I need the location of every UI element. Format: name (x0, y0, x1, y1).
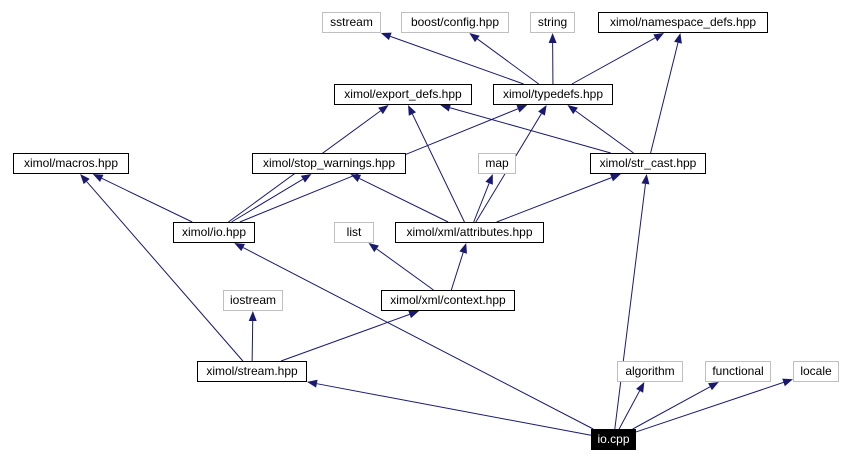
node-string: string (530, 12, 575, 33)
node-macros[interactable]: ximol/macros.hpp (13, 153, 129, 174)
node-map: map (478, 153, 516, 174)
arrowhead-icon (300, 174, 312, 183)
node-iostream: iostream (223, 290, 283, 311)
node-io-cpp[interactable]: io.cpp (591, 429, 636, 450)
arrowhead-icon (234, 243, 245, 252)
arrowhead-icon (368, 243, 379, 253)
edge-str-cast-to-typedefs (575, 110, 634, 154)
arrowhead-icon (538, 105, 547, 116)
arrowhead-icon (653, 33, 665, 42)
edge-typedefs-to-sstream (390, 35, 524, 85)
arrowhead-icon (516, 105, 528, 113)
arrowhead-icon (440, 103, 451, 112)
arrowhead-icon (548, 33, 557, 44)
edge-attributes-to-str-cast (496, 177, 612, 223)
arrowhead-icon (92, 174, 104, 182)
edge-stream-to-iostream (251, 320, 254, 362)
edge-context-to-list (376, 248, 434, 291)
arrowhead-icon (378, 105, 389, 115)
node-algorithm: algorithm (617, 361, 683, 382)
node-locale: locale (793, 361, 839, 382)
edge-context-to-attributes (450, 252, 464, 291)
edge-attributes-to-export-defs (411, 113, 465, 223)
node-sstream: sstream (322, 12, 381, 33)
edge-io-cpp-to-stream (316, 383, 592, 436)
edge-io-cpp-to-io-hpp (242, 247, 594, 430)
node-context[interactable]: ximol/xml/context.hpp (381, 290, 515, 311)
node-attributes[interactable]: ximol/xml/attributes.hpp (395, 222, 544, 243)
node-stream[interactable]: ximol/stream.hpp (197, 361, 307, 382)
edge-str-cast-to-export-defs (449, 107, 611, 154)
arrowhead-icon (380, 32, 392, 41)
arrowhead-icon (459, 243, 467, 254)
edge-io-cpp-to-functional (632, 386, 711, 430)
arrowhead-icon (641, 174, 650, 185)
node-namespace-defs[interactable]: ximol/namespace_defs.hpp (598, 12, 768, 33)
edge-typedefs-to-namespace-defs (571, 37, 656, 85)
arrowhead-icon (782, 378, 793, 387)
arrowhead-icon (408, 310, 420, 319)
edge-io-cpp-to-algorithm (618, 390, 641, 430)
node-typedefs[interactable]: ximol/typedefs.hpp (493, 84, 613, 105)
arrowhead-icon (307, 379, 318, 388)
edge-str-cast-to-namespace-defs (650, 42, 679, 154)
node-export-defs[interactable]: ximol/export_defs.hpp (334, 84, 472, 105)
arrowhead-icon (610, 173, 621, 182)
arrowhead-icon (350, 174, 362, 182)
arrowhead-icon (708, 382, 719, 391)
edge-io-cpp-to-locale (635, 381, 784, 433)
edge-attributes-to-stop-warnings (359, 177, 449, 223)
node-io-hpp[interactable]: ximol/io.hpp (173, 222, 255, 243)
edge-io-cpp-to-str-cast (614, 183, 646, 430)
arrowhead-icon (80, 174, 90, 185)
edge-attributes-to-map (473, 183, 490, 223)
edge-io-hpp-to-macros (101, 177, 193, 223)
node-boost-config: boost/config.hpp (401, 12, 509, 33)
edge-typedefs-to-boost-config (477, 38, 540, 85)
arrowhead-icon (408, 105, 417, 116)
arrowhead-icon (485, 174, 493, 185)
edge-stream-to-macros (86, 181, 244, 362)
node-stop-warnings[interactable]: ximol/stop_warnings.hpp (252, 153, 406, 174)
node-str-cast[interactable]: ximol/str_cast.hpp (590, 153, 706, 174)
arrowhead-icon (636, 382, 645, 393)
arrowhead-icon (469, 33, 480, 43)
arrowhead-icon (567, 105, 578, 115)
node-functional: functional (705, 361, 771, 382)
arrowhead-icon (674, 33, 682, 44)
edge-io-hpp-to-stop-warnings (231, 178, 304, 223)
node-list: list (334, 222, 374, 243)
edge-stream-to-context (280, 313, 410, 362)
arrowhead-icon (248, 311, 257, 322)
